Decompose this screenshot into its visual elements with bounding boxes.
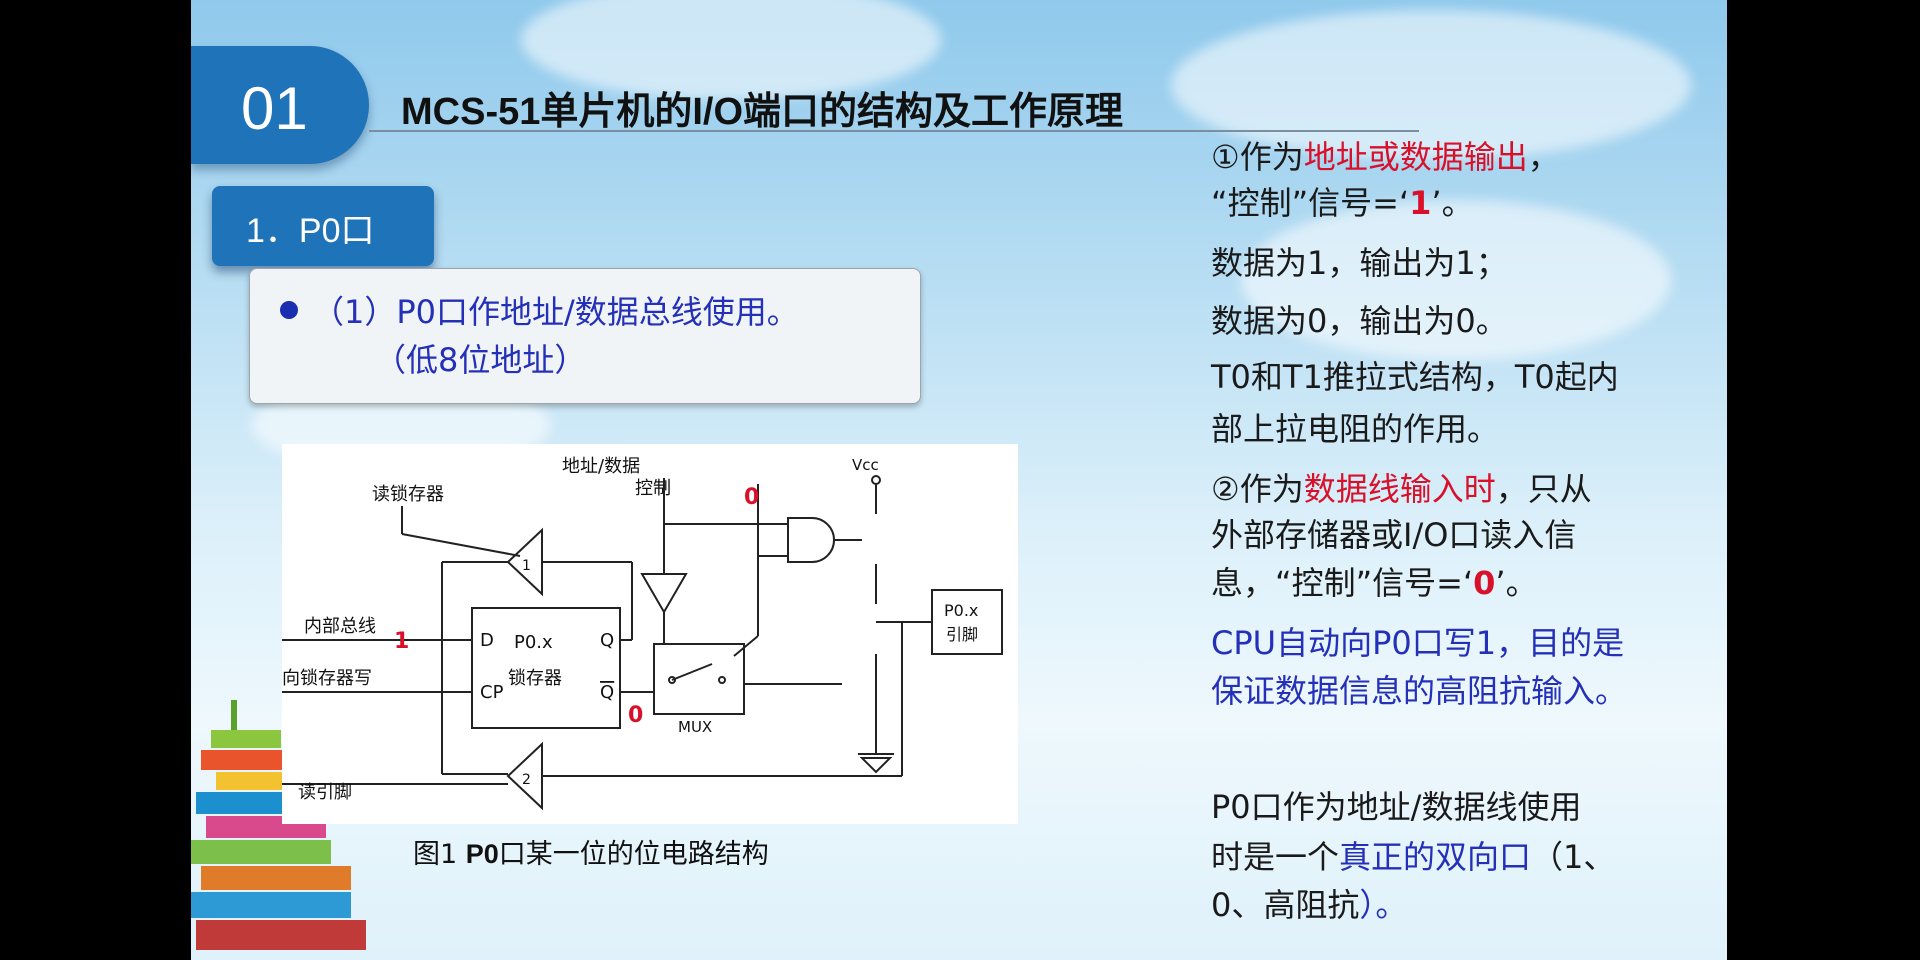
circuit-diagram: 读锁存器 地址/数据 控制 Vcc 内部总线 向锁存器写 读引脚 D Q CP …	[282, 444, 1018, 824]
subsection-label: 1．P0口	[246, 212, 375, 250]
cloud-decoration	[521, 0, 941, 100]
label-qbar: Q	[600, 682, 614, 703]
label-read-pin: 读引脚	[298, 782, 352, 803]
driver-buffer	[640, 573, 688, 614]
label-control: 控制	[635, 478, 671, 499]
books-illustration	[191, 700, 366, 950]
subsection-badge: 1．P0口	[212, 186, 434, 266]
right-text-line14: 0、高阻抗）。	[1211, 886, 1408, 924]
slide-title: MCS-51单片机的I/O端口的结构及工作原理	[401, 91, 1124, 133]
caption-bold: P0	[465, 839, 499, 869]
right-text-line12: P0口作为地址/数据线使用	[1211, 788, 1582, 826]
label-addr-data: 地址/数据	[562, 456, 640, 477]
label-buffer-2: 2	[522, 772, 531, 788]
right-text-line1: ①作为地址或数据输出，	[1211, 138, 1560, 176]
bullet-text-line1: （1）P0口作地址/数据总线使用。	[312, 293, 799, 331]
figure-caption: 图1 P0口某一位的位电路结构	[413, 832, 769, 871]
right-text-line7: ②作为数据线输入时，只从	[1211, 470, 1592, 508]
right-text-line6: 部上拉电阻的作用。	[1211, 410, 1500, 448]
label-write-latch: 向锁存器写	[282, 668, 372, 689]
label-buffer-1: 1	[522, 558, 531, 574]
label-cp: CP	[480, 682, 504, 703]
bullet-box: （1）P0口作地址/数据总线使用。 （低8位地址）	[249, 268, 921, 404]
mux-box	[653, 643, 745, 715]
right-text-line10: CPU自动向P0口写1，目的是	[1211, 624, 1625, 662]
title-divider	[369, 130, 1419, 132]
right-text-line2: “控制”信号=‘1’。	[1211, 184, 1474, 222]
label-latch-word: 锁存器	[508, 668, 562, 689]
latch-box	[471, 607, 621, 729]
label-read-latch: 读锁存器	[372, 484, 444, 505]
label-internal-bus: 内部总线	[304, 616, 376, 637]
caption-rest: 口某一位的位电路结构	[498, 839, 769, 870]
bullet-dot-icon	[280, 301, 298, 319]
label-pin-name: P0.x	[944, 601, 978, 620]
cloud-decoration	[1241, 200, 1671, 360]
bullet-text-line2: （低8位地址）	[374, 341, 587, 379]
section-number: 01	[241, 75, 308, 142]
annotation-bus-value: 1	[394, 629, 409, 654]
right-text-line5: T0和T1推拉式结构，T0起内	[1211, 358, 1619, 396]
caption-prefix: 图1	[413, 839, 466, 870]
pin-box	[931, 589, 1003, 655]
label-d: D	[480, 630, 494, 651]
annotation-control-value: 0	[744, 485, 759, 510]
label-latch-name: P0.x	[514, 632, 553, 653]
right-text-line9: 息，“控制”信号=‘0’。	[1211, 564, 1538, 602]
and-gate	[787, 517, 835, 563]
label-pin-word: 引脚	[946, 625, 978, 644]
label-mux: MUX	[678, 718, 712, 736]
right-text-line8: 外部存储器或I/O口读入信	[1211, 516, 1577, 554]
right-text-line3: 数据为1，输出为1；	[1211, 244, 1508, 282]
cloud-decoration	[1171, 10, 1691, 160]
right-text-line11: 保证数据信息的高阻抗输入。	[1211, 672, 1628, 710]
label-q: Q	[600, 630, 614, 651]
label-vcc: Vcc	[852, 456, 879, 474]
section-number-badge: 01	[191, 46, 369, 164]
annotation-qbar-value: 0	[628, 703, 643, 728]
right-text-line4: 数据为0，输出为0。	[1211, 302, 1508, 340]
right-text-line13: 时是一个真正的双向口（1、	[1211, 838, 1616, 876]
presentation-slide: 01 MCS-51单片机的I/O端口的结构及工作原理 1．P0口 （1）P0口作…	[191, 0, 1727, 960]
